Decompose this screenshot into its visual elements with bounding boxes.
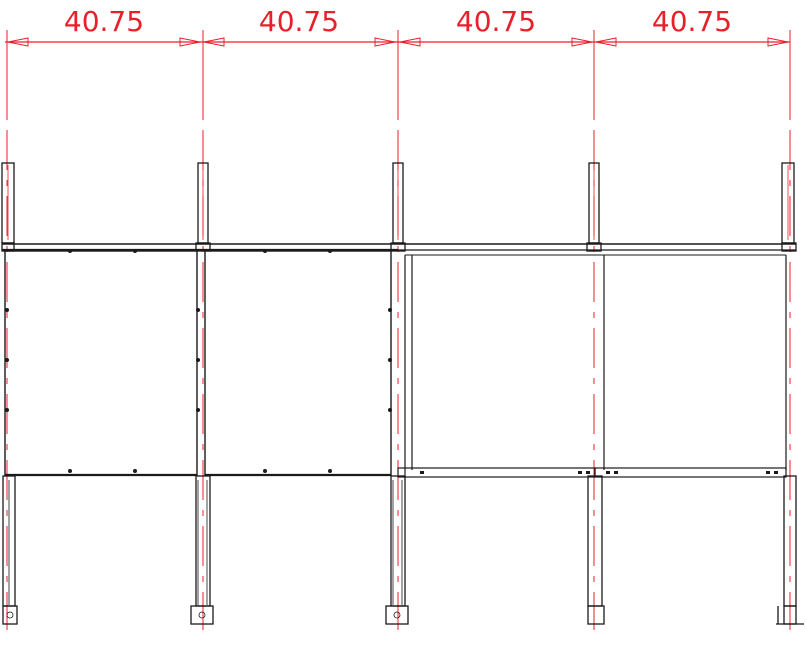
frame-bay-4: [594, 255, 787, 478]
frame-bay-3: [397, 255, 596, 478]
post-1: [1, 162, 18, 625]
dimension-4-label: 40.75: [652, 5, 732, 38]
dimension-3: 40.75: [399, 5, 593, 47]
dimension-2: 40.75: [203, 5, 396, 47]
post-2: [190, 162, 214, 625]
post-details: [6, 480, 403, 619]
dimension-chain: 40.75 40.75 40.75 40.75: [5, 5, 791, 630]
dimension-2-label: 40.75: [259, 5, 339, 38]
dimension-3-arrows: [399, 37, 593, 47]
extension-lines: [6, 30, 791, 120]
panel-bay-2: [204, 250, 392, 477]
dimension-4-arrows: [595, 37, 789, 47]
dimension-1: 40.75: [7, 5, 201, 47]
posts: [1, 162, 804, 625]
dimension-4: 40.75: [595, 5, 789, 47]
top-rail: [2, 243, 796, 256]
dimension-2-arrows: [203, 37, 396, 47]
dimension-3-label: 40.75: [456, 5, 536, 38]
panel-fasteners: [5, 249, 392, 473]
post-centerlines: [6, 130, 791, 630]
dimension-1-label: 40.75: [64, 5, 144, 38]
post-inner-lines: [7, 165, 789, 240]
post-5: [776, 162, 804, 625]
post-4: [586, 162, 605, 625]
rail-fasteners: [420, 471, 778, 474]
dimension-1-arrows: [7, 37, 201, 47]
panel-bay-1: [4, 250, 198, 477]
